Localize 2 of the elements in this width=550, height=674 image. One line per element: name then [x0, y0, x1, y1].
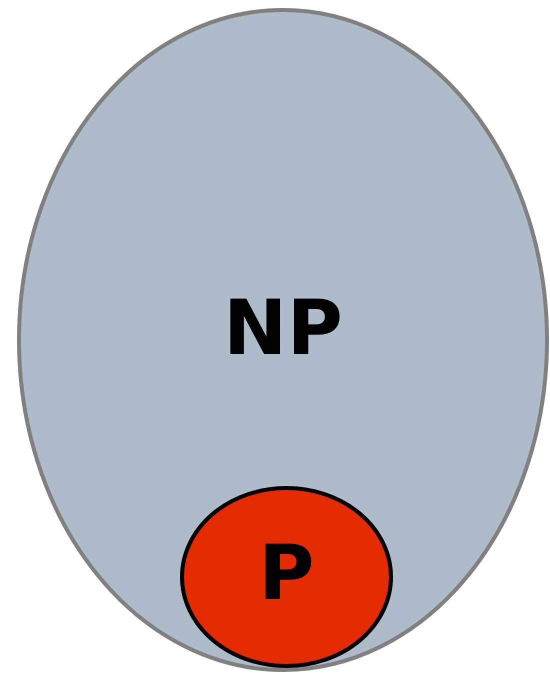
set-label: P — [258, 528, 314, 617]
set-label: NP — [223, 283, 343, 372]
